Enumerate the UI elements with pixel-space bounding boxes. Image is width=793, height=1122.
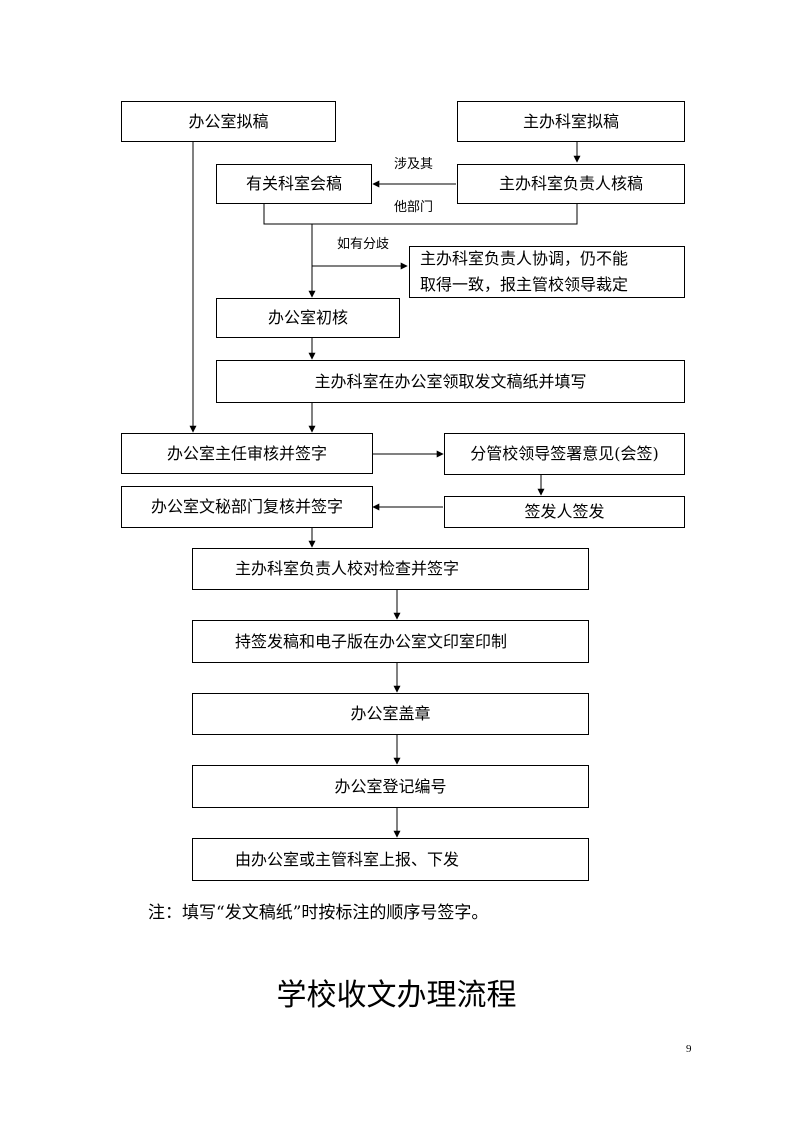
secretary-recheck-box: 办公室文秘部门复核并签字 — [121, 486, 373, 528]
main-head-review-box: 主办科室负责人核稿 — [457, 164, 685, 204]
fill-form-text: 主办科室在办公室领取发文稿纸并填写 — [314, 371, 587, 391]
office-initial-check-box: 办公室初核 — [216, 298, 400, 338]
office-initial-check-text: 办公室初核 — [267, 308, 348, 327]
issuer-sign-text: 签发人签发 — [524, 502, 605, 521]
distribute-text: 由办公室或主管科室上报、下发 — [235, 849, 460, 869]
office-draft-text: 办公室拟稿 — [188, 111, 269, 131]
label-other-dept-top: 涉及其 — [394, 157, 434, 172]
print-text: 持签发稿和电子版在办公室文印室印制 — [235, 631, 508, 651]
label-dispute: 如有分歧 — [337, 237, 390, 252]
register-box: 办公室登记编号 — [192, 765, 589, 808]
proofread-box: 主办科室负责人校对检查并签字 — [192, 548, 589, 590]
related-dept-review-text: 有关科室会稿 — [245, 174, 342, 193]
secretary-recheck-text: 办公室文秘部门复核并签字 — [150, 497, 343, 516]
director-sign-box: 办公室主任审核并签字 — [121, 433, 373, 474]
distribute-box: 由办公室或主管科室上报、下发 — [192, 838, 589, 881]
related-dept-review-box: 有关科室会稿 — [216, 164, 372, 204]
section-title: 学校收文办理流程 — [276, 978, 517, 1013]
connector-review-merge — [263, 203, 578, 225]
seal-box: 办公室盖章 — [192, 693, 589, 735]
seal-text: 办公室盖章 — [350, 704, 431, 723]
footnote: 注：填写“发文稿纸”时按标注的顺序号签字。 — [148, 903, 489, 923]
main-dept-draft-text: 主办科室拟稿 — [522, 111, 619, 131]
main-dept-draft-box: 主办科室拟稿 — [457, 101, 685, 142]
office-draft-box: 办公室拟稿 — [121, 101, 336, 142]
coordinate-text-line1: 主办科室负责人协调，仍不能 — [420, 249, 629, 268]
label-other-dept-bottom: 他部门 — [394, 200, 434, 215]
coordinate-text-line2: 取得一致，报主管校领导裁定 — [420, 275, 629, 294]
leader-opinion-box: 分管校领导签署意见(会签) — [444, 433, 685, 475]
register-text: 办公室登记编号 — [334, 776, 447, 796]
issuer-sign-box: 签发人签发 — [444, 496, 685, 528]
fill-form-box: 主办科室在办公室领取发文稿纸并填写 — [216, 360, 685, 403]
page-number: 9 — [686, 1043, 692, 1055]
leader-opinion-text: 分管校领导签署意见(会签) — [470, 444, 659, 463]
print-box: 持签发稿和电子版在办公室文印室印制 — [192, 620, 589, 663]
main-head-review-text: 主办科室负责人核稿 — [498, 174, 643, 193]
proofread-text: 主办科室负责人校对检查并签字 — [235, 559, 460, 578]
director-sign-text: 办公室主任审核并签字 — [166, 443, 327, 463]
coordinate-box: 主办科室负责人协调，仍不能 取得一致，报主管校领导裁定 — [409, 246, 685, 298]
